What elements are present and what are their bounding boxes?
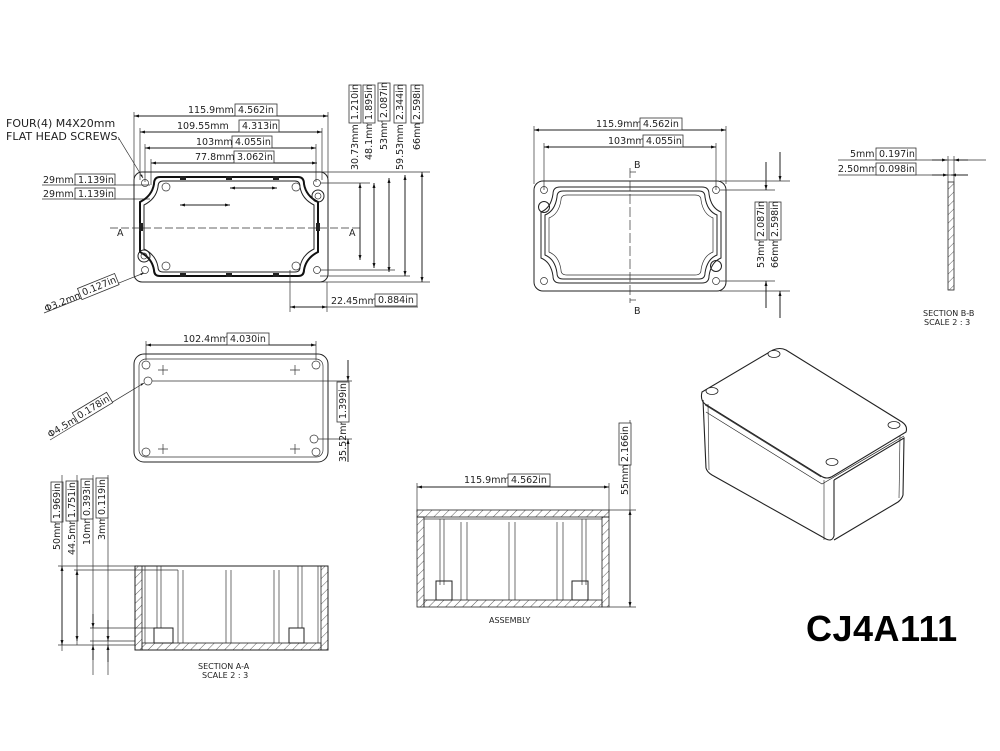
dim-left-2-in: 1.139in bbox=[78, 189, 114, 200]
section-aa: 50mm 1.969in 44.5mm 1.751in 10mm 0.393in… bbox=[50, 475, 329, 680]
dim-v3-mm: 53mm bbox=[379, 119, 390, 150]
bb-caption-2: SCALE 2 : 3 bbox=[924, 318, 970, 327]
dim-v2-in: 1.895in bbox=[364, 84, 375, 120]
lid-dim-width2-mm: 103mm bbox=[608, 136, 645, 147]
dim-v5-mm: 66mm bbox=[412, 119, 423, 150]
assembly-dim-width-in: 4.562in bbox=[511, 475, 547, 486]
lid-dim-width-mm: 115.9mm bbox=[596, 119, 642, 130]
bottom-view: 102.4mm 4.030in 35.52mm 1.399in Φ4.5mm 0… bbox=[46, 332, 352, 463]
section-marker-a-left: A bbox=[117, 228, 124, 239]
isometric-view bbox=[700, 347, 908, 541]
dim-v2-mm: 48.1mm bbox=[364, 120, 375, 160]
bottom-dim-width-in: 4.030in bbox=[230, 334, 266, 345]
assembly-dim-width-mm: 115.9mm bbox=[464, 475, 510, 486]
lid-dim-h2-mm: 66mm bbox=[770, 237, 781, 268]
dim-width-4-mm: 77.8mm bbox=[195, 152, 235, 163]
assembly-dim-height-in: 2.166in bbox=[620, 426, 631, 462]
bb-dim2-in: 0.098in bbox=[879, 164, 915, 175]
bottom-dim-height-mm: 35.52mm bbox=[338, 416, 349, 462]
bb-dim1-mm: 5mm bbox=[850, 149, 875, 160]
aa-dim4-mm: 3mm bbox=[97, 515, 108, 540]
dim-v5-in: 2.598in bbox=[412, 84, 423, 120]
dim-width-3-mm: 103mm bbox=[196, 137, 233, 148]
screw-note-line2: FLAT HEAD SCREWS. bbox=[6, 130, 121, 143]
lid-view: 115.9mm 4.562in 103mm 4.055in B B 53mm bbox=[533, 117, 790, 318]
aa-dim2-mm: 44.5mm bbox=[67, 515, 78, 555]
lid-dim-h1-in: 2.087in bbox=[756, 201, 767, 237]
section-marker-b-bottom: B bbox=[634, 306, 641, 317]
aa-dim3-in: 0.393in bbox=[82, 480, 93, 516]
dim-width-overall-mm: 115.9mm bbox=[188, 105, 234, 116]
dim-v4-in: 2.344in bbox=[395, 84, 406, 120]
top-view: FOUR(4) M4X20mm FLAT HEAD SCREWS. 115.9m… bbox=[6, 82, 430, 315]
bottom-dim-height-in: 1.399in bbox=[338, 383, 349, 419]
dim-v4-mm: 59.53mm bbox=[395, 124, 406, 170]
section-bb: 5mm 0.197in 2.50mm 0.098in SECTION B-B S… bbox=[838, 147, 986, 327]
assembly-caption: ASSEMBLY bbox=[489, 616, 530, 625]
aa-dim2-in: 1.751in bbox=[67, 482, 78, 518]
lid-dim-width-in: 4.562in bbox=[643, 119, 679, 130]
lid-dim-width2-in: 4.055in bbox=[646, 136, 682, 147]
dim-width-2-mm: 109.55mm bbox=[177, 121, 229, 132]
bb-dim2-mm: 2.50mm bbox=[838, 164, 878, 175]
dim-v1-mm: 30.73mm bbox=[350, 124, 361, 170]
aa-dim1-mm: 50mm bbox=[52, 519, 63, 550]
dim-v1-in: 1.210in bbox=[350, 84, 361, 120]
section-marker-a-right: A bbox=[349, 228, 356, 239]
lid-dim-h2-in: 2.598in bbox=[770, 201, 781, 237]
bb-dim1-in: 0.197in bbox=[879, 149, 915, 160]
aa-dim3-mm: 10mm bbox=[82, 514, 93, 545]
dim-width-2-in: 4.313in bbox=[242, 121, 278, 132]
aa-dim1-in: 1.969in bbox=[52, 483, 63, 519]
dim-width-3-in: 4.055in bbox=[235, 137, 271, 148]
bottom-dim-width-mm: 102.4mm bbox=[183, 334, 229, 345]
lid-dim-h1-mm: 53mm bbox=[756, 237, 767, 268]
screw-note-line1: FOUR(4) M4X20mm bbox=[6, 117, 115, 130]
dim-offset-mm: 22.45mm bbox=[331, 296, 377, 307]
dim-v3-in: 2.087in bbox=[379, 82, 390, 118]
dim-width-overall-in: 4.562in bbox=[238, 105, 274, 116]
dim-left-1-mm: 29mm bbox=[43, 175, 74, 186]
dim-left-1-in: 1.139in bbox=[78, 175, 114, 186]
assembly-view: 115.9mm 4.562in 55mm 2.166in ASSEMBLY bbox=[416, 420, 636, 625]
section-marker-b-top: B bbox=[634, 160, 641, 171]
assembly-dim-height-mm: 55mm bbox=[620, 464, 631, 495]
dim-width-4-in: 3.062in bbox=[237, 152, 273, 163]
dim-hole-in: 0.127in bbox=[81, 275, 118, 299]
bb-caption-1: SECTION B-B bbox=[923, 309, 974, 318]
aa-caption-1: SECTION A-A bbox=[198, 662, 250, 671]
aa-caption-2: SCALE 2 : 3 bbox=[202, 671, 248, 680]
part-number: CJ4A111 bbox=[806, 608, 958, 649]
aa-dim4-in: 0.119in bbox=[97, 479, 108, 515]
dim-left-2-mm: 29mm bbox=[43, 189, 74, 200]
dim-offset-in: 0.884in bbox=[378, 295, 414, 306]
